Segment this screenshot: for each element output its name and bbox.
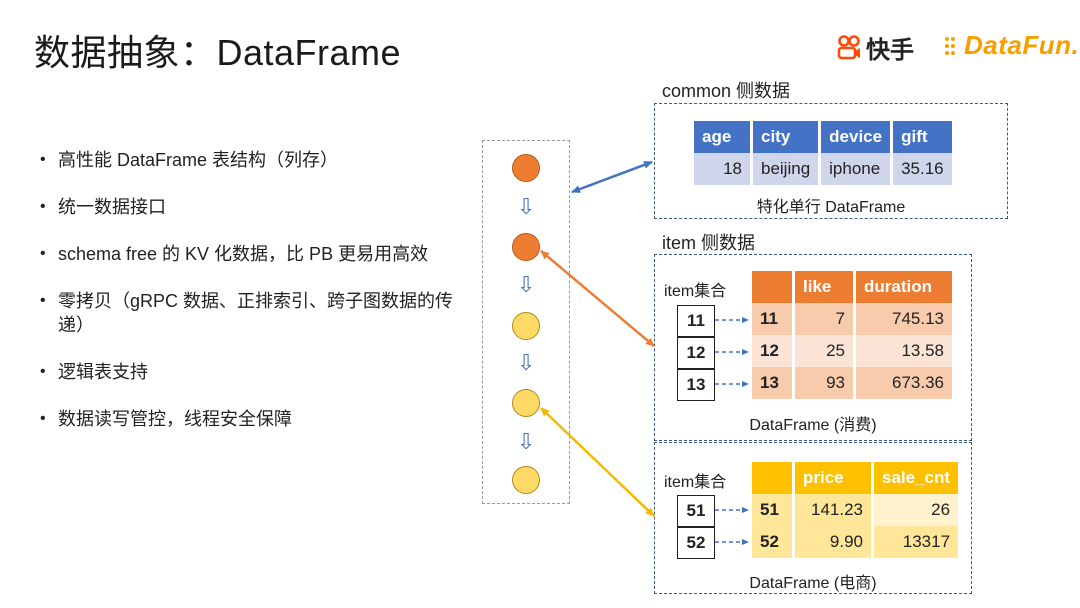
column-header: like bbox=[795, 271, 853, 303]
feature-list: 高性能 DataFrame 表结构（列存） 统一数据接口 schema free… bbox=[40, 148, 470, 454]
item-key-cell: 12 bbox=[752, 335, 792, 367]
ecommerce-dataframe-box: item集合 51 52 price sale_cnt 51 141.23 26… bbox=[654, 442, 972, 594]
feature-item: 零拷贝（gRPC 数据、正排索引、跨子图数据的传递） bbox=[40, 289, 470, 337]
table-cell: 93 bbox=[795, 367, 853, 399]
feature-item: schema free 的 KV 化数据，比 PB 更易用高效 bbox=[40, 242, 470, 266]
feature-item: 高性能 DataFrame 表结构（列存） bbox=[40, 148, 470, 172]
feature-item: 逻辑表支持 bbox=[40, 360, 470, 384]
item-key-cell: 51 bbox=[752, 494, 792, 526]
feature-item: 统一数据接口 bbox=[40, 195, 470, 219]
column-header: gift bbox=[893, 121, 952, 153]
common-caption: 特化单行 DataFrame bbox=[756, 199, 906, 216]
column-header: age bbox=[694, 121, 750, 153]
down-arrow-icon: ⇩ bbox=[517, 194, 536, 219]
kuaishou-logo: 快手 bbox=[836, 30, 914, 65]
ecommerce-caption: DataFrame (电商) bbox=[749, 575, 877, 592]
item-key-cell: 11 bbox=[752, 303, 792, 335]
item-id-box: 51 bbox=[677, 495, 715, 527]
column-header bbox=[752, 462, 792, 494]
item-set-label: item集合 bbox=[664, 283, 727, 300]
item-key-cell: 52 bbox=[752, 526, 792, 558]
table-cell: 7 bbox=[795, 303, 853, 335]
common-dataframe-box: age city device gift 18 beijing iphone 3… bbox=[654, 103, 1008, 219]
column-header bbox=[752, 271, 792, 303]
datafun-logo: DataFun. bbox=[944, 30, 1079, 61]
kuaishou-logo-text: 快手 bbox=[866, 37, 914, 64]
down-arrow-icon: ⇩ bbox=[517, 350, 536, 375]
common-link-arrow bbox=[571, 160, 653, 194]
table-cell: 18 bbox=[694, 153, 750, 185]
common-section-label: common 侧数据 bbox=[662, 81, 791, 101]
table-cell: 141.23 bbox=[795, 494, 871, 526]
kuaishou-logo-icon bbox=[837, 34, 860, 59]
datafun-logo-text: DataFun. bbox=[964, 30, 1080, 60]
item-section-label: item 侧数据 bbox=[662, 233, 756, 253]
feature-item: 数据读写管控，线程安全保障 bbox=[40, 407, 470, 431]
pipeline-node-circle bbox=[512, 233, 540, 261]
consume-caption: DataFrame (消费) bbox=[749, 417, 877, 434]
item-key-cell: 13 bbox=[752, 367, 792, 399]
column-header: price bbox=[795, 462, 871, 494]
column-header: duration bbox=[856, 271, 952, 303]
table-cell: 25 bbox=[795, 335, 853, 367]
column-header: sale_cnt bbox=[874, 462, 959, 494]
consume-table: like duration 11 7 745.13 12 25 13.58 13… bbox=[749, 271, 955, 399]
column-header: device bbox=[821, 121, 891, 153]
page-title: 数据抽象：DataFrame bbox=[34, 32, 402, 73]
down-arrow-icon: ⇩ bbox=[517, 272, 536, 297]
item-id-box: 11 bbox=[677, 305, 715, 337]
table-cell: 673.36 bbox=[856, 367, 952, 399]
pipeline-node-circle bbox=[512, 312, 540, 340]
datafun-dots-icon bbox=[945, 36, 955, 55]
table-cell: 13317 bbox=[874, 526, 959, 558]
item-id-box: 52 bbox=[677, 527, 715, 559]
pipeline-node-circle bbox=[512, 389, 540, 417]
table-cell: beijing bbox=[753, 153, 819, 185]
table-cell: 35.16 bbox=[893, 153, 952, 185]
table-cell: 745.13 bbox=[856, 303, 952, 335]
item-id-box: 13 bbox=[677, 369, 715, 401]
pipeline-node-circle bbox=[512, 466, 540, 494]
table-cell: 13.58 bbox=[856, 335, 952, 367]
consume-dataframe-box: item集合 11 12 13 like duration 11 7 745.1… bbox=[654, 254, 972, 441]
ecommerce-link-arrow bbox=[540, 407, 655, 517]
column-header: city bbox=[753, 121, 819, 153]
item-set-label: item集合 bbox=[664, 474, 727, 491]
consume-link-arrow bbox=[540, 250, 655, 347]
table-cell: 26 bbox=[874, 494, 959, 526]
item-id-box: 12 bbox=[677, 337, 715, 369]
down-arrow-icon: ⇩ bbox=[517, 429, 536, 454]
ecommerce-table: price sale_cnt 51 141.23 26 52 9.90 1331… bbox=[749, 462, 961, 558]
pipeline-node-circle bbox=[512, 154, 540, 182]
table-cell: 9.90 bbox=[795, 526, 871, 558]
table-cell: iphone bbox=[821, 153, 891, 185]
common-table: age city device gift 18 beijing iphone 3… bbox=[691, 121, 955, 185]
